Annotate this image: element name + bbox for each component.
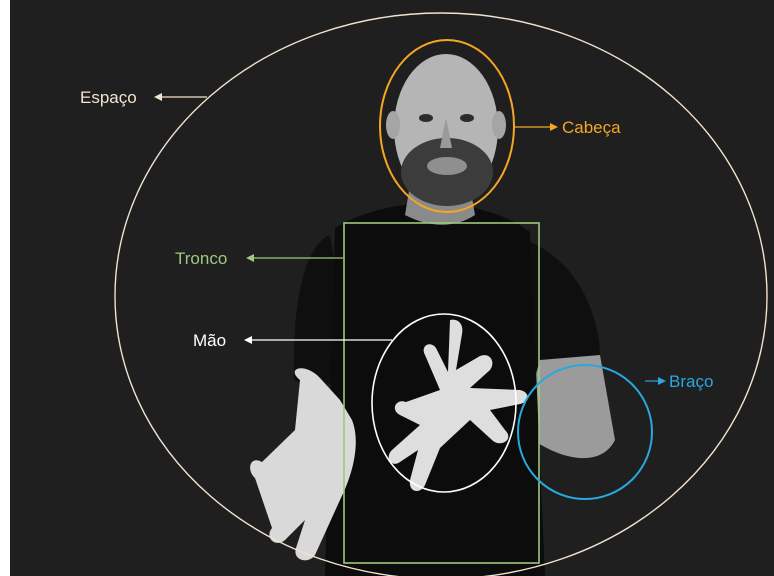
label-tronco: Tronco (175, 249, 227, 268)
label-mao: Mão (193, 331, 226, 350)
right-ear (492, 111, 506, 139)
mouth-area (427, 157, 467, 175)
label-cabeca: Cabeça (562, 118, 621, 137)
tronco-arrow-icon (246, 254, 254, 262)
cabeca-leader (514, 123, 558, 131)
cabeca-arrow-icon (550, 123, 558, 131)
braco-arrow-icon (658, 377, 666, 385)
left-eye (419, 114, 433, 122)
espaco-arrow-icon (154, 93, 162, 101)
label-espaco: Espaço (80, 88, 137, 107)
braco-leader (645, 377, 666, 385)
shirt (325, 203, 545, 576)
right-eye (460, 114, 474, 122)
mao-arrow-icon (244, 336, 252, 344)
espaco-leader (154, 93, 207, 101)
label-braco: Braço (669, 372, 713, 391)
left-ear (386, 111, 400, 139)
